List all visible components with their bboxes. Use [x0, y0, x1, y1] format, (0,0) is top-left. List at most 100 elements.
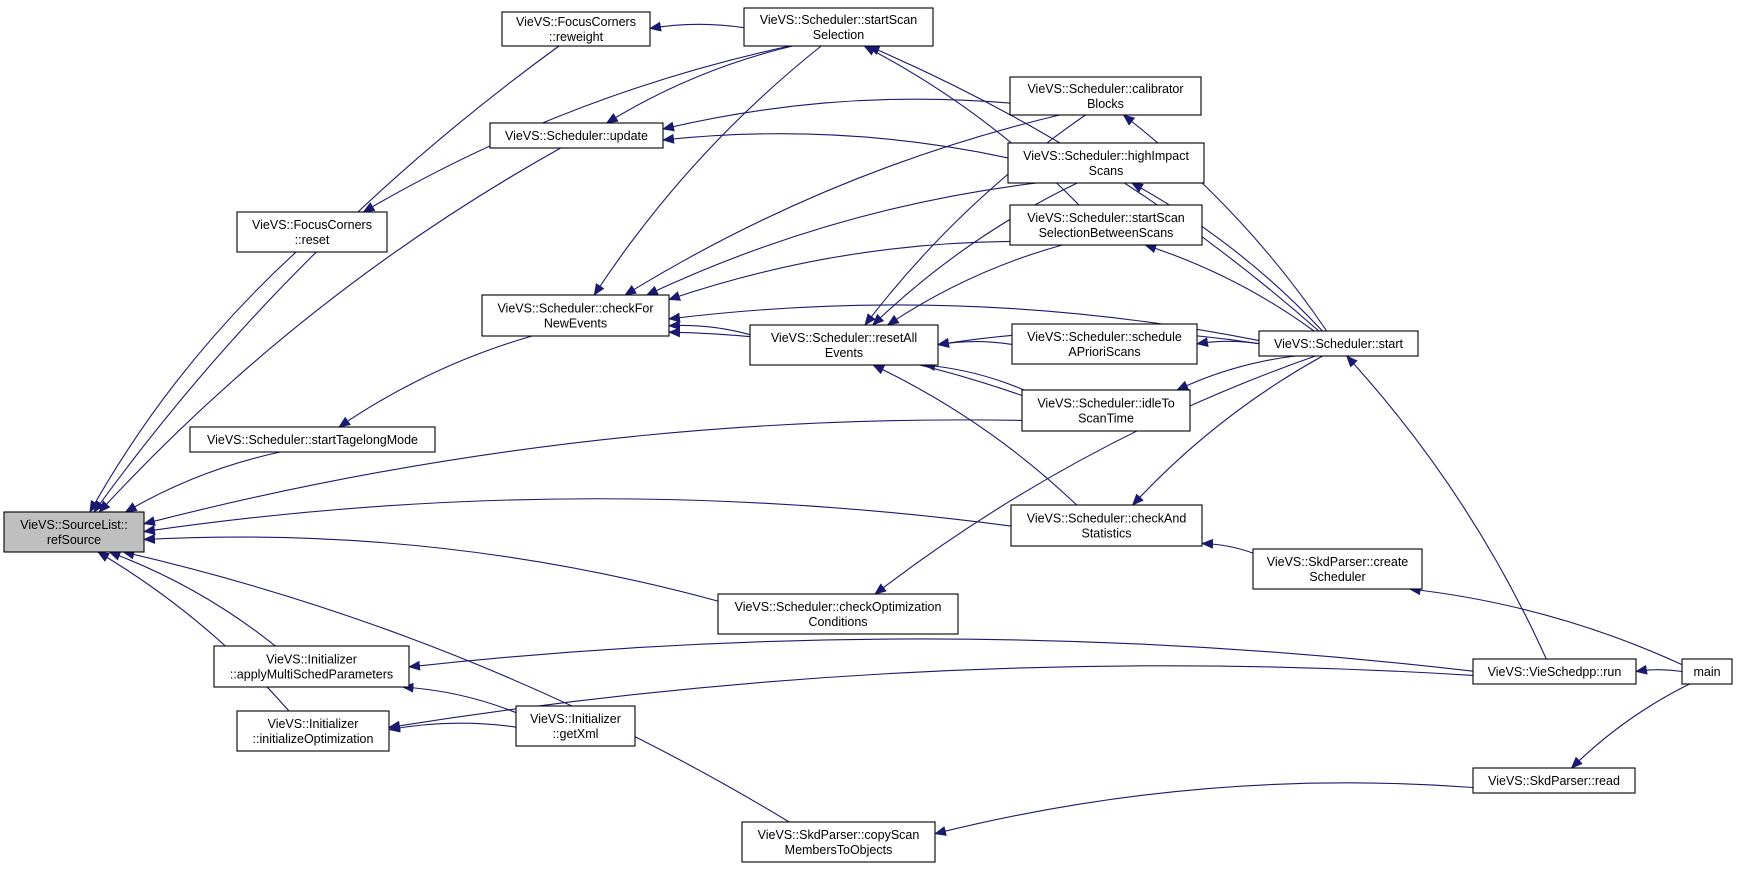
node-label-createScheduler-line-0: VieVS::SkdParser::create [1267, 555, 1409, 569]
node-label-startScanBetween-line-1: SelectionBetweenScans [1039, 226, 1174, 240]
node-applyMulti[interactable]: VieVS::Initializer::applyMultiSchedParam… [213, 645, 410, 688]
node-copyScan[interactable]: VieVS::SkdParser::copyScanMembersToObjec… [741, 821, 936, 863]
node-label-createScheduler-line-1: Scheduler [1309, 570, 1365, 584]
node-label-initOpt-line-0: VieVS::Initializer [268, 717, 359, 731]
node-label-startTagelong-line-0: VieVS::Scheduler::startTagelongMode [207, 433, 418, 447]
edge-applyMulti-to-refSource [108, 551, 276, 647]
edge-run-to-applyMulti [408, 638, 1474, 672]
node-box-startScanSel [743, 7, 934, 47]
node-box-scheduleApriori [1011, 323, 1198, 365]
edge-startScanSel-to-checkForNewEvents [593, 45, 822, 296]
node-box-checkOpt [717, 593, 959, 635]
edge-calibrator-to-update [662, 98, 1011, 132]
node-label-copyScan-line-1: MembersToObjects [785, 843, 893, 857]
node-label-refSource-line-1: refSource [47, 533, 101, 547]
node-box-startScanBetween [1009, 204, 1203, 246]
node-box-getXml [515, 705, 636, 747]
node-label-highImpact-line-0: VieVS::Scheduler::highImpact [1023, 149, 1189, 163]
node-run[interactable]: VieVS::VieSchedpp::run [1472, 658, 1637, 685]
edge-createScheduler-to-checkAndStats [1201, 538, 1254, 554]
edge-run-to-start [1346, 355, 1547, 660]
node-startScanBetween[interactable]: VieVS::Scheduler::startScanSelectionBetw… [1009, 204, 1203, 246]
node-box-idleToScan [1021, 389, 1191, 432]
edge-idleToScan-to-resetAllEvents [923, 360, 1025, 391]
edge-startTagelong-to-refSource [124, 451, 281, 513]
node-label-scheduleApriori-line-1: APrioriScans [1068, 345, 1140, 359]
node-label-start-line-0: VieVS::Scheduler::start [1274, 337, 1404, 351]
node-label-scheduleApriori-line-0: VieVS::Scheduler::schedule [1027, 330, 1182, 344]
node-box-startTagelong [189, 426, 436, 453]
edge-resetAllEvents-to-checkForNewEvents [668, 320, 751, 336]
node-label-highImpact-line-1: Scans [1089, 164, 1124, 178]
edge-highImpact-to-checkForNewEvents [645, 182, 1037, 296]
node-box-refSource [3, 511, 145, 553]
node-box-applyMulti [213, 645, 410, 688]
node-update[interactable]: VieVS::Scheduler::update [489, 122, 664, 149]
edge-start-to-checkOpt [874, 355, 1316, 595]
node-start[interactable]: VieVS::Scheduler::start [1258, 330, 1419, 357]
node-label-idleToScan-line-0: VieVS::Scheduler::idleTo [1037, 397, 1174, 411]
node-main[interactable]: main [1681, 658, 1733, 685]
node-label-startScanSel-line-1: Selection [813, 28, 864, 42]
node-label-calibrator-line-1: Blocks [1087, 97, 1124, 111]
node-label-initOpt-line-1: ::initializeOptimization [253, 732, 374, 746]
node-checkOpt[interactable]: VieVS::Scheduler::checkOptimizationCondi… [717, 593, 959, 635]
node-box-update [489, 122, 664, 149]
node-initOpt[interactable]: VieVS::Initializer::initializeOptimizati… [236, 710, 390, 752]
edge-highImpact-to-resetAllEvents [872, 182, 1078, 326]
node-label-fcReweight-line-1: ::reweight [549, 30, 604, 44]
node-label-run-line-0: VieVS::VieSchedpp::run [1488, 665, 1622, 679]
node-label-getXml-line-0: VieVS::Initializer [530, 712, 621, 726]
edge-copyScan-to-refSource [122, 549, 790, 823]
node-box-fcReweight [501, 11, 651, 47]
node-box-initOpt [236, 710, 390, 752]
node-label-checkAndStats-line-1: Statistics [1081, 527, 1131, 541]
node-label-checkOpt-line-1: Conditions [808, 615, 867, 629]
edge-checkForNewEvents-to-startTagelong [338, 335, 533, 428]
node-label-resetAllEvents-line-1: Events [825, 346, 863, 360]
node-label-fcReweight-line-0: VieVS::FocusCorners [516, 15, 636, 29]
node-box-checkAndStats [1010, 504, 1203, 547]
node-box-createScheduler [1252, 548, 1423, 590]
node-box-calibrator [1009, 76, 1202, 116]
node-box-copyScan [741, 821, 936, 863]
edge-idleToScan-to-refSource [143, 419, 1023, 526]
node-label-fcReset-line-1: ::reset [295, 233, 330, 247]
node-label-refSource-line-0: VieVS::SourceList:: [20, 518, 127, 532]
edge-getXml-to-initOpt [388, 722, 517, 733]
node-label-checkAndStats-line-0: VieVS::Scheduler::checkAnd [1027, 512, 1187, 526]
node-box-main [1681, 658, 1733, 685]
node-label-calibrator-line-0: VieVS::Scheduler::calibrator [1027, 82, 1183, 96]
edge-startScanSel-to-fcReweight [649, 21, 745, 32]
node-read[interactable]: VieVS::SkdParser::read [1472, 767, 1636, 794]
node-label-applyMulti-line-0: VieVS::Initializer [266, 653, 357, 667]
node-startTagelong[interactable]: VieVS::Scheduler::startTagelongMode [189, 426, 436, 453]
node-fcReset[interactable]: VieVS::FocusCorners::reset [236, 211, 388, 253]
edge-startScanSel-to-fcReset [362, 45, 790, 213]
edge-main-to-createScheduler [1408, 585, 1683, 666]
node-getXml[interactable]: VieVS::Initializer::getXml [515, 705, 636, 747]
node-label-checkForNewEvents-line-0: VieVS::Scheduler::checkFor [497, 302, 653, 316]
edges-layer [89, 21, 1690, 836]
edge-checkAndStats-to-refSource [143, 498, 1012, 535]
node-label-checkForNewEvents-line-1: NewEvents [544, 317, 607, 331]
node-box-start [1258, 330, 1419, 357]
edge-start-to-startScanBetween [1144, 243, 1315, 332]
node-label-getXml-line-1: ::getXml [553, 727, 599, 741]
node-fcReweight[interactable]: VieVS::FocusCorners::reweight [501, 11, 651, 47]
edge-read-to-copyScan [934, 782, 1474, 836]
edge-run-to-initOpt [388, 665, 1474, 731]
node-label-main-line-0: main [1693, 665, 1720, 679]
edge-start-to-highImpact [1130, 182, 1323, 332]
edge-highImpact-to-update [662, 133, 1009, 159]
